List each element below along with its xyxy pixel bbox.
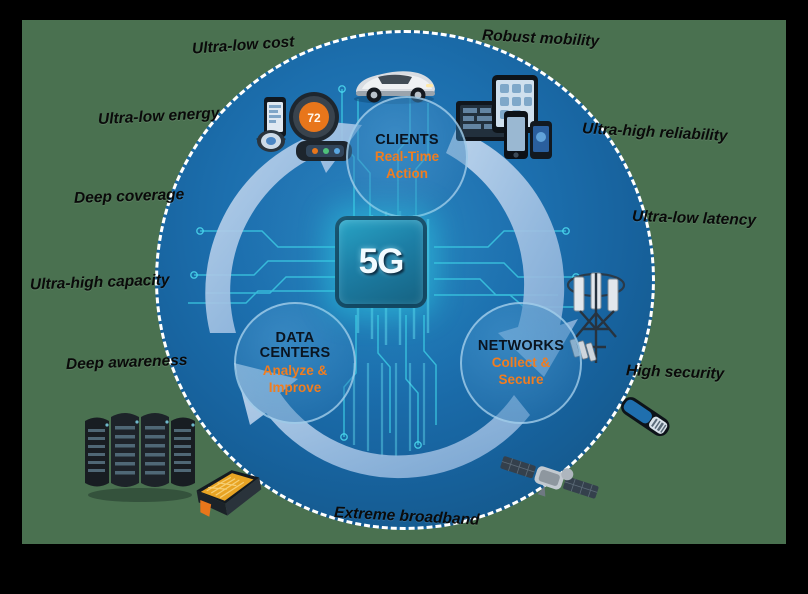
svg-text:72: 72	[307, 111, 321, 125]
iot-wearables-image: 72	[256, 92, 352, 161]
arrow-datacenters-to-clients	[205, 119, 362, 333]
capability-deep-coverage: Deep coverage	[73, 186, 185, 207]
node-clients-title: CLIENTS	[375, 131, 439, 148]
node-networks-title: NETWORKS	[477, 337, 565, 354]
node-data-centers-subtitle-line2: Improve	[268, 379, 322, 395]
node-networks-subtitle-line2: Secure	[498, 371, 544, 387]
figure-canvas: 72	[22, 20, 786, 544]
node-data-centers-title-line2: CENTERS	[259, 345, 331, 362]
five-g-label: 5G	[358, 242, 405, 281]
satellite-image	[500, 456, 599, 499]
node-data-centers[interactable]: DATA CENTERS Analyze & Improve	[234, 302, 356, 424]
node-clients-subtitle-line2: Action	[386, 165, 428, 181]
capability-ultra-high-capacity: Ultra-high capacity	[29, 271, 170, 294]
handheld-scanner-image	[621, 397, 670, 437]
node-clients-subtitle-line1: Real-Time	[374, 149, 440, 165]
five-g-chip: 5G	[335, 216, 427, 308]
node-clients[interactable]: CLIENTS Real-Time Action	[346, 96, 468, 218]
node-networks-subtitle-line1: Collect &	[491, 355, 551, 371]
mobile-devices-image	[456, 75, 552, 159]
node-data-centers-title-line1: DATA	[275, 329, 315, 346]
capability-high-security: High security	[625, 362, 725, 383]
processor-chip-image	[196, 470, 262, 517]
node-data-centers-subtitle-line1: Analyze &	[262, 363, 328, 379]
arrow-networks-to-datacenters	[234, 363, 530, 479]
server-racks-image	[85, 413, 195, 502]
node-networks[interactable]: NETWORKS Collect & Secure	[460, 302, 582, 424]
